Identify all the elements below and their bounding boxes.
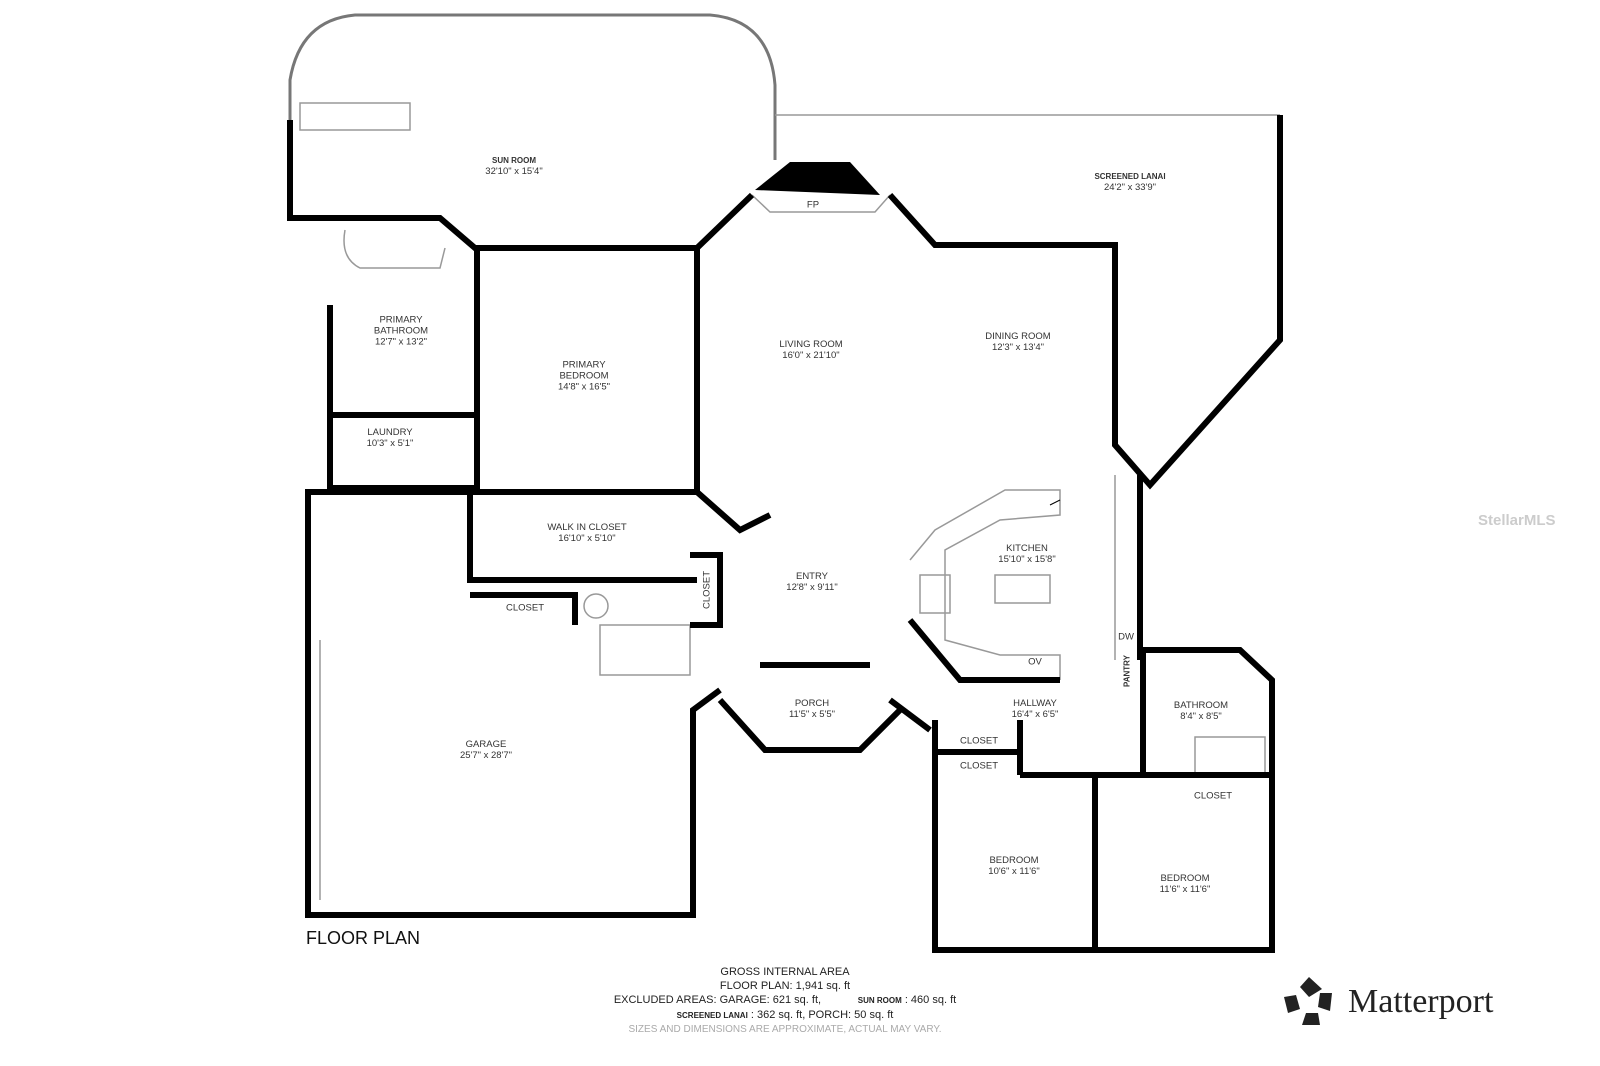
- closet-label: CLOSET: [959, 735, 999, 747]
- room-dims: 32'10" x 15'4": [485, 166, 543, 177]
- closet-label: CLOSET: [959, 760, 999, 772]
- matterport-wordmark: Matterport: [1348, 983, 1494, 1020]
- room-name: BEDROOM: [1160, 873, 1210, 884]
- watermark: StellarMLS: [1478, 512, 1556, 529]
- excluded-garage: EXCLUDED AREAS: GARAGE: 621 sq. ft,: [613, 994, 822, 1006]
- excluded-sun-room-value: : 460 sq. ft: [904, 994, 957, 1006]
- room-name: HALLWAY: [1013, 698, 1057, 709]
- room-dims: 8'4" x 8'5": [1180, 711, 1222, 722]
- closet-label: CLOSET: [701, 570, 713, 610]
- closet-label: CLOSET: [1193, 790, 1233, 802]
- room-name: PRIMARY BEDROOM: [559, 359, 609, 382]
- dishwasher-label: DW: [1118, 631, 1134, 643]
- walls: [287, 115, 1283, 953]
- matterport-logo-icon: [1284, 977, 1332, 1025]
- room-dims: 25'7" x 28'7": [459, 750, 513, 761]
- oven-label: OV: [1028, 656, 1042, 668]
- room-dims: 16'0" x 21'10": [782, 350, 840, 361]
- excluded-lanai-label: SCREENED LANAI: [676, 1011, 748, 1020]
- area-heading: GROSS INTERNAL AREA: [720, 966, 850, 978]
- room-name: SUN ROOM: [491, 156, 536, 165]
- floor-plan-title: FLOOR PLAN: [306, 928, 421, 948]
- room-name: GARAGE: [465, 739, 507, 750]
- room-dims: 10'3" x 5'1": [366, 438, 414, 449]
- room-dims: 11'6" x 11'6": [1159, 884, 1211, 895]
- disclaimer: SIZES AND DIMENSIONS ARE APPROXIMATE, AC…: [628, 1024, 942, 1035]
- fireplace: [755, 162, 880, 195]
- room-name: SCREENED LANAI: [1094, 172, 1166, 181]
- pantry-label: PANTRY: [1122, 655, 1132, 687]
- room-name: ENTRY: [795, 571, 829, 582]
- room-name: BEDROOM: [989, 855, 1039, 866]
- room-name: BATHROOM: [1173, 700, 1229, 711]
- room-dims: 12'7" x 13'2": [374, 336, 428, 348]
- room-dims: 12'3" x 13'4": [991, 342, 1045, 353]
- room-dims: 10'6" x 11'6": [988, 866, 1040, 877]
- closet-label: CLOSET: [505, 602, 545, 614]
- gross-internal-area: GROSS INTERNAL AREA FLOOR PLAN: 1,941 sq…: [585, 965, 985, 1037]
- fireplace-label: FP: [806, 199, 820, 211]
- room-name: DINING ROOM: [985, 331, 1051, 342]
- room-dims: 15'10" x 15'8": [998, 554, 1056, 565]
- room-dims: 12'8" x 9'11": [786, 582, 838, 593]
- room-name: WALK IN CLOSET: [547, 522, 627, 533]
- room-name: PORCH: [794, 698, 830, 709]
- room-name: LAUNDRY: [367, 427, 413, 438]
- room-dims: 16'4" x 6'5": [1011, 709, 1059, 720]
- matterport-logo: Matterport: [1280, 975, 1493, 1029]
- excluded-sun-room-label: SUN ROOM: [857, 996, 902, 1005]
- room-name: LIVING ROOM: [779, 339, 843, 350]
- area-floor-plan: FLOOR PLAN: 1,941 sq. ft: [719, 980, 851, 992]
- area-excluded: EXCLUDED AREAS: GARAGE: 621 sq. ft, SUN …: [585, 993, 985, 1008]
- room-dims: 14'8" x 16'5": [557, 381, 611, 393]
- room-dims: 11'5" x 5'5": [788, 709, 836, 720]
- excluded-lanai-value: : 362 sq. ft, PORCH: 50 sq. ft: [750, 1009, 894, 1021]
- area-lanai-porch: SCREENED LANAI : 362 sq. ft, PORCH: 50 s…: [585, 1008, 985, 1023]
- room-dims: 16'10" x 5'10": [558, 533, 616, 544]
- room-name: KITCHEN: [1006, 543, 1048, 554]
- room-name: PRIMARY BATHROOM: [373, 314, 429, 337]
- room-dims: 24'2" x 33'9": [1103, 182, 1157, 193]
